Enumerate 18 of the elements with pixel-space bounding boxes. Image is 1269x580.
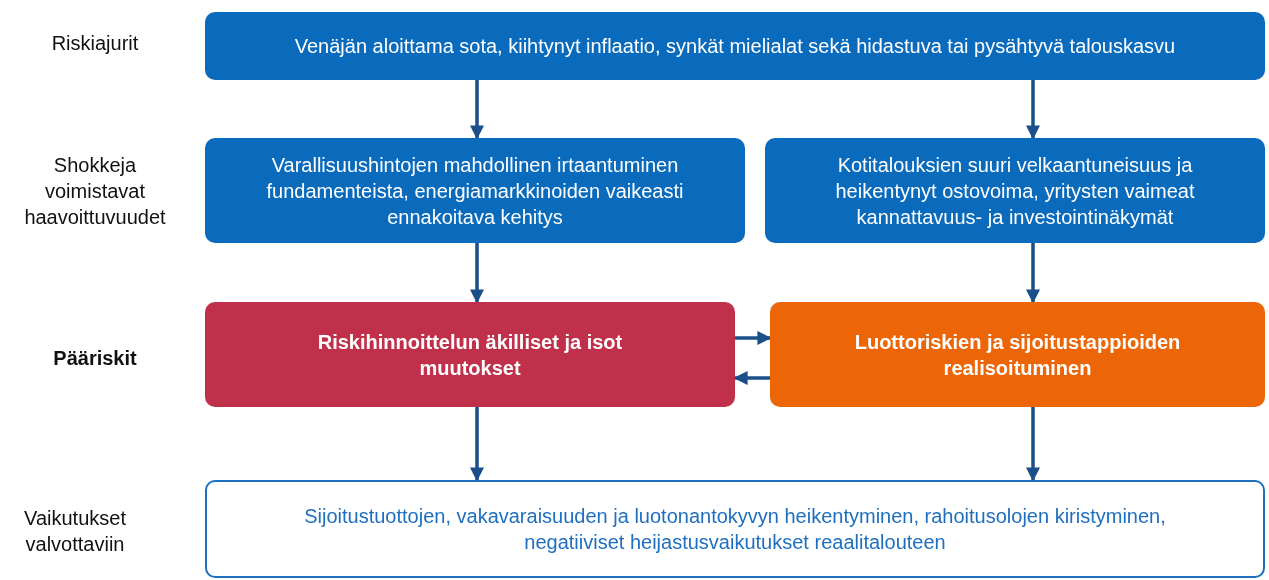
row-label: Vaikutukset valvottaviin bbox=[23, 506, 127, 557]
row-label: Riskiajurit bbox=[50, 31, 140, 56]
arrow bbox=[733, 371, 770, 385]
arrow bbox=[470, 80, 484, 140]
row-label: Shokkeja voimistavat haavoittuvuudet bbox=[23, 153, 167, 230]
risk-box: Luottoriskien ja sijoitustappioiden realisoituminen bbox=[770, 302, 1265, 407]
arrow bbox=[1026, 80, 1040, 140]
process-box: Varallisuushintojen mahdollinen irtaantuminen fundamenteista, energiamarkkinoiden vaikeasti ennakoitava kehitys bbox=[205, 138, 745, 243]
risk-box: Riskihinnoittelun äkilliset ja isot muutokset bbox=[205, 302, 735, 407]
row-label: Pääriskit bbox=[52, 346, 138, 371]
arrow bbox=[470, 243, 484, 304]
outcome-box: Sijoitustuottojen, vakavaraisuuden ja luotonantokyvyn heikentyminen, rahoitusolojen kiristyminen, negatiiviset heijastusvaikutukset reaalitalouteen bbox=[205, 480, 1265, 578]
arrow bbox=[1026, 407, 1040, 482]
arrow bbox=[470, 407, 484, 482]
process-box: Venäjän aloittama sota, kiihtynyt inflaatio, synkät mielialat sekä hidastuva tai pysähtyvä talouskasvu bbox=[205, 12, 1265, 80]
arrow bbox=[1026, 243, 1040, 304]
arrow bbox=[735, 331, 772, 345]
process-box: Kotitalouksien suuri velkaantuneisuus ja heikentynyt ostovoima, yritysten vaimeat kannattavuus- ja investointinäkymät bbox=[765, 138, 1265, 243]
